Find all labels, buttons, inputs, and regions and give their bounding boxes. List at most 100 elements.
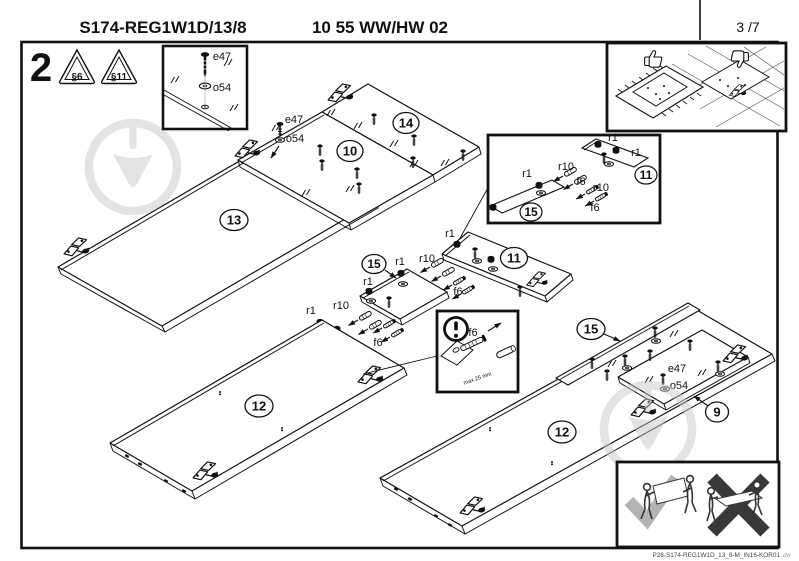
cam-lock-icon (453, 240, 461, 248)
label-dowel: r10 (333, 300, 349, 312)
svg-text:15: 15 (367, 257, 381, 271)
dowel-icon (357, 320, 382, 337)
cam-lock-icon (487, 255, 495, 263)
svg-text:10: 10 (343, 144, 357, 159)
inset-carry-instruction (615, 460, 781, 549)
inset-hardware-detail: e47 o54 (161, 44, 249, 132)
dowel-icon (430, 267, 455, 284)
sleeve-icon (496, 345, 516, 359)
page-border (20, 40, 779, 550)
label-screw: e47 (285, 114, 303, 126)
direction-arrow (487, 322, 502, 332)
cam-lock-icon (365, 287, 373, 295)
screw-icon (200, 52, 210, 77)
inset-screw-depth-warning: f6 max 25 mm (435, 309, 520, 394)
svg-text:11: 11 (507, 251, 521, 266)
warning-ref-2: §11 (111, 72, 128, 83)
label-bolt: f6 (590, 202, 599, 214)
part-label-15: 15 (361, 253, 397, 279)
svg-text:14: 14 (399, 116, 414, 131)
pilot-hole (452, 347, 460, 353)
label-cam: r1 (306, 305, 316, 317)
footer-doc-suffix: .dw (782, 553, 792, 559)
washer-icon (714, 371, 726, 377)
svg-text:12: 12 (555, 425, 569, 440)
step-block: 2 §6 §11 (30, 46, 138, 90)
carrier-figures-ok (640, 474, 697, 520)
label-bolt: f6 (468, 327, 477, 339)
cam-lock-icon (535, 181, 543, 189)
product-code: S174-REG1W1D/13/8 (79, 18, 246, 37)
svg-text:15: 15 (524, 205, 538, 219)
washer-icon (487, 266, 499, 272)
label-bolt: f6 (453, 286, 462, 298)
main-diagram: e47 o54 13 10 14 r1 11 r1 r10 r1 f6 15 (57, 81, 776, 535)
dowel-icon (347, 311, 372, 328)
footer-doc-code: P28-S174-REG1W1D_13_8-M_IN16-KOR01 (652, 552, 780, 559)
svg-text:12: 12 (252, 399, 266, 414)
part-label-14: 14 (392, 111, 420, 135)
part-label-11: 11 (499, 246, 529, 270)
watermark-logo (89, 123, 177, 211)
label-cam: r1 (445, 228, 455, 240)
rug (614, 64, 705, 119)
warning-triangle-icon: §11 (100, 48, 138, 85)
svg-text:13: 13 (227, 213, 241, 228)
washer-icon (397, 281, 409, 287)
label-cam: r1 (608, 132, 618, 144)
panel-edge-lines (163, 89, 234, 132)
part-label-10: 10 (336, 139, 364, 163)
exclamation-icon (443, 316, 469, 342)
washer-icon (535, 190, 547, 196)
washer-icon (365, 298, 377, 304)
washer-icon (471, 258, 483, 264)
page-indicator: 3 /7 (736, 19, 760, 35)
warning-ref-1: §6 (71, 72, 83, 83)
screw-callout: e47 o54 (270, 114, 304, 159)
page-header: S174-REG1W1D/13/8 10 55 WW/HW 02 3 /7 (79, 0, 760, 40)
svg-text:15: 15 (584, 322, 598, 337)
panel-15-detail (488, 179, 566, 214)
part-label-11: 11 (634, 165, 658, 185)
label-bolt: f6 (373, 337, 382, 349)
inset-leader-line (458, 185, 490, 241)
part-label-15: 15 (576, 317, 621, 342)
inset-cam-detail: r1 r1 11 r1 r10 f6 r10 f6 15 (486, 132, 662, 225)
step-number: 2 (30, 46, 52, 90)
label-dowel: r10 (558, 161, 574, 173)
cam-lock-icon (489, 203, 497, 211)
label-cam: r1 (522, 168, 532, 180)
label-screw: e47 (668, 363, 686, 375)
inset-leader-line (362, 355, 438, 375)
page-footer: P28-S174-REG1W1D_13_8-M_IN16-KOR01 .dw (652, 552, 791, 559)
label-cam: r1 (395, 256, 405, 268)
washer-icon (274, 137, 286, 143)
label-dowel: r10 (593, 182, 609, 194)
screw-icon (516, 284, 524, 298)
washer-icon (621, 365, 633, 371)
part-label-9: 9 (693, 395, 730, 423)
cam-lock-icon (594, 140, 602, 148)
cam-lock-icon (612, 146, 620, 154)
panel-holes (719, 77, 746, 87)
part-label-15: 15 (519, 202, 543, 222)
washer-icon (201, 104, 209, 110)
label-dowel: r10 (419, 253, 435, 265)
label-cam: r1 (631, 147, 641, 159)
part-label-12: 12 (244, 394, 274, 418)
label-screw: e47 (213, 51, 231, 63)
label-washer: o54 (213, 82, 231, 94)
inset-floor-protection (605, 41, 788, 133)
bolt-icon (460, 334, 487, 351)
washer-icon (603, 161, 615, 167)
hardware-kit-code: 10 55 WW/HW 02 (312, 18, 448, 37)
label-bolt: f6 (576, 176, 585, 188)
label-cam: r1 (363, 276, 373, 288)
cam-lock-icon (397, 269, 405, 277)
label-washer: o54 (286, 133, 304, 145)
washer-icon (198, 82, 212, 90)
part-label-12: 12 (547, 420, 577, 444)
bolt-icon (380, 327, 404, 343)
